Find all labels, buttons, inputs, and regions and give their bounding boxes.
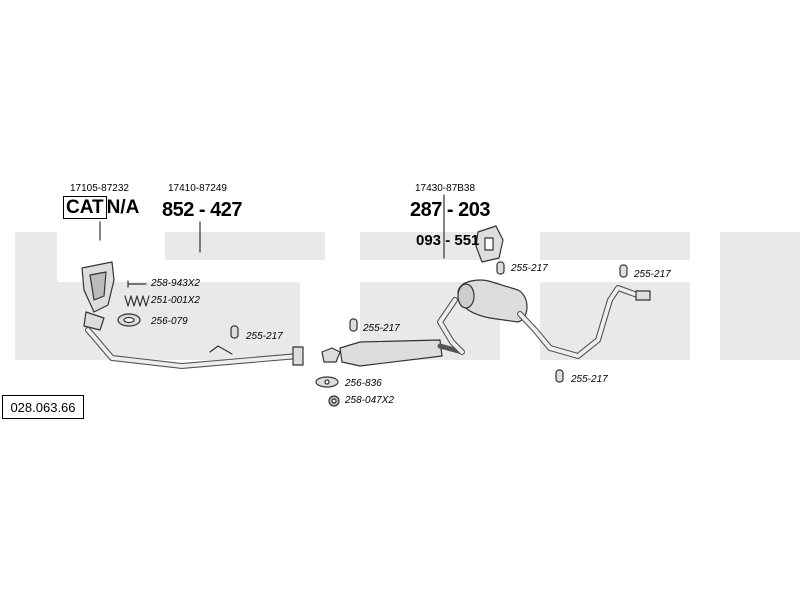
rear-pipe: [437, 297, 465, 355]
reference-number: 028.063.66: [2, 395, 84, 419]
part-number-rear: 287 - 203: [410, 199, 491, 221]
accessory-hanger-3-label: 255-217: [511, 263, 548, 274]
part-number-center: 852 - 427: [162, 199, 243, 221]
ring-icon: [117, 313, 141, 327]
accessory-nut-label: 258-047X2: [345, 395, 394, 406]
hanger-icon: [230, 325, 239, 339]
accessory-hanger-1-label: 255-217: [246, 331, 283, 342]
nut-icon: [328, 395, 340, 407]
accessory-hanger-2-label: 255-217: [363, 323, 400, 334]
accessory-bolt-label: 258-943X2: [151, 278, 200, 289]
heat-shield-icon: [475, 225, 504, 263]
part-number-heat-shield: 093 - 551: [416, 232, 480, 249]
hanger-icon: [619, 264, 628, 278]
cat-suffix: N/A: [106, 197, 140, 218]
oe-number-center: 17410-87249: [168, 183, 227, 194]
oe-number-rear: 17430-87B38: [415, 183, 476, 194]
accessory-hanger-4-label: 255-217: [634, 269, 671, 280]
hanger-icon: [496, 261, 505, 275]
hanger-icon: [349, 318, 358, 332]
catalytic-converter: [81, 261, 115, 331]
accessory-spring-label: 251-001X2: [151, 295, 200, 306]
hanger-icon: [555, 369, 564, 383]
oe-number-front: 17105-87232: [70, 183, 129, 194]
accessory-gasket-label: 256-836: [345, 378, 382, 389]
accessory-hanger-5-label: 255-217: [571, 374, 608, 385]
bolt-icon: [127, 280, 147, 288]
rear-muffler: [457, 279, 528, 323]
tail-pipe: [517, 285, 651, 359]
gasket-icon: [315, 376, 339, 388]
front-pipe: [85, 327, 304, 369]
cat-box: CAT: [63, 196, 107, 219]
center-muffler: [321, 339, 465, 367]
spring-icon: [124, 295, 150, 307]
accessory-ring-label: 256-079: [151, 316, 188, 327]
